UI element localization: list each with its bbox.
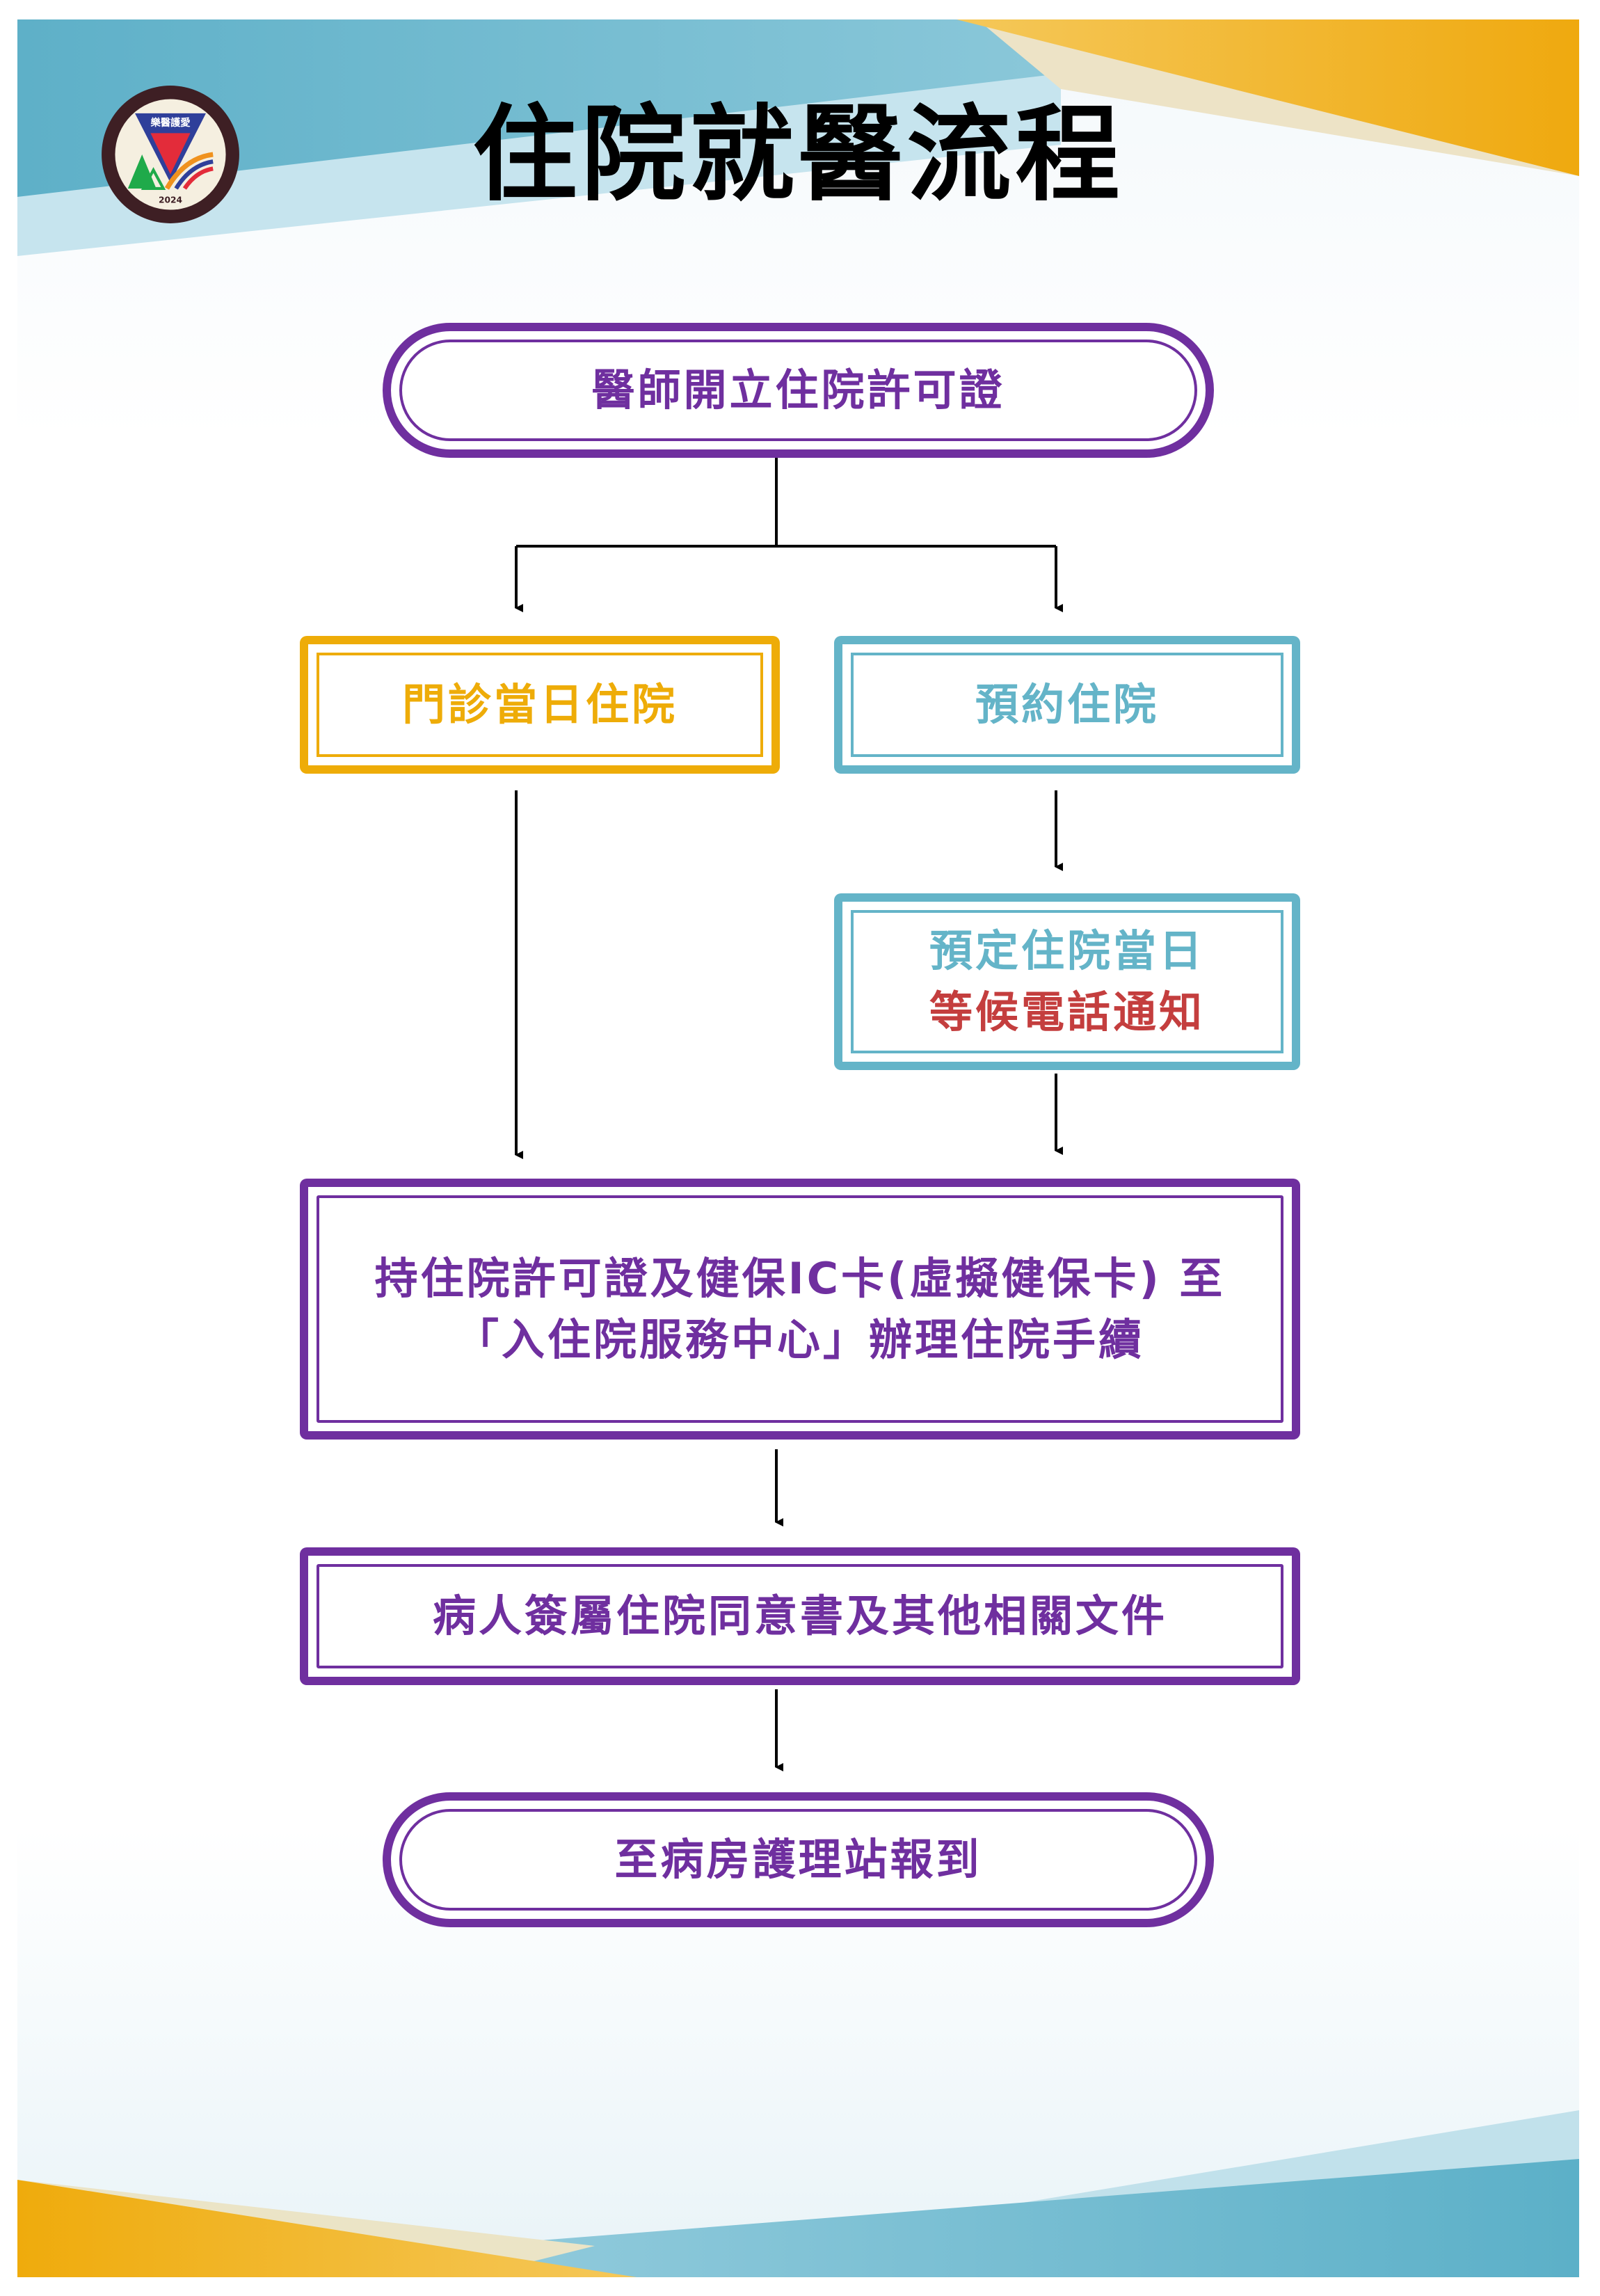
bottom-gold-band bbox=[17, 2180, 637, 2277]
step-doctor-issues-admission-permit: 醫師開立住院許可證 bbox=[383, 323, 1214, 458]
step-label-line1: 預定住院當日 bbox=[929, 925, 1205, 976]
logo-rainbow-icon bbox=[164, 152, 214, 190]
step-sign-consent-forms: 病人簽屬住院同意書及其他相關文件 bbox=[300, 1547, 1300, 1685]
page-title: 住院就醫流程 bbox=[472, 95, 1124, 216]
top-teal-band bbox=[17, 19, 1165, 197]
step-admission-service-center: 持住院許可證及健保IC卡(虛擬健保卡) 至 「入住院服務中心」辦理住院手續 bbox=[300, 1179, 1300, 1440]
step-label: 門診當日住院 bbox=[401, 679, 678, 730]
branch-same-day-outpatient-admission: 門診當日住院 bbox=[300, 636, 780, 774]
logo-shield-text: 樂醫護愛 bbox=[150, 116, 191, 129]
logo-year: 2024 bbox=[159, 195, 182, 205]
step-report-to-nursing-station: 至病房護理站報到 bbox=[383, 1792, 1214, 1927]
step-label: 病人簽屬住院同意書及其他相關文件 bbox=[432, 1591, 1167, 1641]
step-label: 至病房護理站報到 bbox=[614, 1834, 982, 1885]
branch-scheduled-admission: 預約住院 bbox=[834, 636, 1300, 774]
bottom-teal-band bbox=[470, 2159, 1579, 2277]
background-decoration bbox=[17, 19, 1579, 2277]
step-label-line1: 持住院許可證及健保IC卡(虛擬健保卡) 至 bbox=[374, 1252, 1226, 1304]
top-gold-band bbox=[957, 19, 1579, 176]
step-wait-for-phone-notice: 預定住院當日 等候電話通知 bbox=[834, 893, 1300, 1070]
step-label: 醫師開立住院許可證 bbox=[591, 365, 1005, 415]
flow-connectors bbox=[515, 458, 1063, 1771]
poster-page: 樂醫護愛 2024 住院就醫流程 醫師開立住院許可證 bbox=[17, 19, 1579, 2277]
step-label-line2: 「入住院服務中心」辦理住院手續 bbox=[455, 1314, 1144, 1365]
step-label: 預約住院 bbox=[975, 679, 1159, 730]
hospital-logo: 樂醫護愛 2024 bbox=[102, 86, 239, 223]
step-label-line2: 等候電話通知 bbox=[929, 987, 1205, 1037]
